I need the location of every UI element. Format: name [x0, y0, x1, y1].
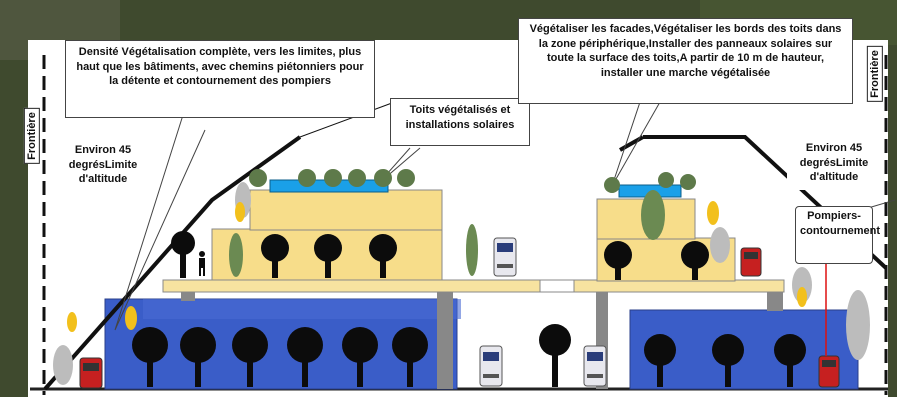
- columnar-trees: [229, 190, 665, 277]
- callout-facades-text: Végétaliser les facades,Végétaliser les …: [529, 23, 842, 79]
- tree-row-deck-left: [171, 231, 397, 278]
- callout-density-text: Densité Végétalisation complète, vers le…: [76, 46, 364, 88]
- callout-firefighters: Pompiers-contournement: [795, 206, 880, 264]
- frontier-label-left: Frontière: [23, 108, 40, 164]
- callout-altitude-left-text: Environ 45 degrésLimite d'altitude: [68, 144, 138, 186]
- callout-altitude-left: Environ 45 degrésLimite d'altitude: [57, 140, 149, 190]
- deck-left: [162, 279, 542, 293]
- altitude-limit-line-left: [43, 135, 302, 391]
- tree-row-ground-right: [539, 324, 806, 387]
- pillar: [437, 291, 453, 389]
- callout-altitude-right: Environ 45 degrésLimite d'altitude: [787, 138, 881, 190]
- callout-pointer: [114, 114, 206, 331]
- callout-roofs-text: Toits végétalisés et installations solai…: [405, 104, 515, 131]
- deck-gap: [539, 279, 575, 293]
- pillar: [767, 291, 783, 311]
- truck-icon: [583, 345, 607, 387]
- pedestrian-icon: [199, 251, 205, 276]
- fire-truck-icon: [79, 357, 103, 389]
- callout-firefighters-text: Pompiers-contournement: [800, 210, 881, 237]
- lower-building-left-band: [143, 299, 461, 319]
- tree-row-ground-left: [132, 327, 428, 387]
- callout-altitude-right-text: Environ 45 degrésLimite d'altitude: [799, 142, 869, 184]
- fire-truck-icon: [818, 355, 840, 388]
- callout-facades: Végétaliser les facades,Végétaliser les …: [518, 18, 853, 104]
- upper-building-left-upper: [249, 189, 443, 231]
- callout-pointer: [867, 199, 896, 209]
- deck-right: [573, 279, 785, 293]
- fire-truck-icon: [740, 247, 762, 277]
- pillar: [181, 291, 195, 301]
- leader-line: [299, 99, 401, 138]
- frontier-label-right: Frontière: [866, 46, 883, 102]
- tree-row-deck-right: [604, 241, 709, 280]
- truck-icon: [493, 237, 517, 277]
- truck-icon: [479, 345, 503, 387]
- callout-roofs: Toits végétalisés et installations solai…: [390, 98, 530, 146]
- autumn-trees: [67, 201, 807, 332]
- roof-shrubs: [249, 169, 696, 193]
- callout-density: Densité Végétalisation complète, vers le…: [65, 40, 375, 118]
